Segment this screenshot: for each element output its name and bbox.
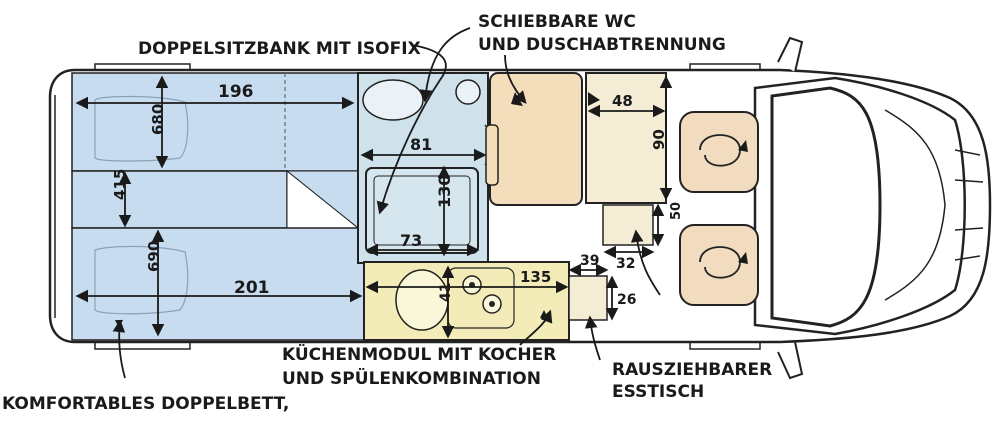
dim-bed-top-length: 196 bbox=[218, 82, 254, 102]
passenger-seat bbox=[679, 224, 759, 306]
dim-washbasin-width: 81 bbox=[410, 135, 432, 154]
dim-shower-tray-length: 130 bbox=[435, 175, 454, 208]
dim-bed-middle: 415 bbox=[111, 169, 129, 200]
dim-bench-width: 48 bbox=[612, 92, 633, 110]
bed-top bbox=[71, 72, 359, 172]
dim-kitchen-length: 135 bbox=[520, 268, 551, 286]
dim-table-depth: 26 bbox=[617, 292, 636, 308]
double-seat-bench bbox=[485, 72, 583, 206]
dim-bench-length: 90 bbox=[650, 129, 668, 150]
bathroom bbox=[357, 72, 494, 264]
dim-bed-bottom-width: 690 bbox=[145, 241, 163, 272]
dim-kitchen-depth: 41 bbox=[438, 283, 454, 302]
dining-table bbox=[568, 275, 608, 321]
dimension-labels: 196 680 415 690 201 81 73 130 135 41 39 … bbox=[111, 82, 684, 308]
callout-kitchen-line1: KÜCHENMODUL MIT KOCHER bbox=[282, 343, 556, 365]
dimension-lines bbox=[75, 75, 673, 339]
callout-labels: SCHIEBBARE WC UND DUSCHABTRENNUNG DOPPEL… bbox=[2, 12, 772, 414]
callout-kitchen-line2: UND SPÜLENKOMBINATION bbox=[282, 367, 541, 389]
callout-bed: KOMFORTABLES DOPPELBETT, bbox=[2, 394, 289, 414]
callout-shower-line2: UND DUSCHABTRENNUNG bbox=[478, 35, 726, 55]
callout-table-line1: RAUSZIEHBARER bbox=[612, 360, 772, 380]
dim-bed-bottom-length: 201 bbox=[234, 278, 270, 298]
direction-markers bbox=[115, 92, 748, 328]
callout-table-line2: ESSTISCH bbox=[612, 382, 704, 402]
callout-shower-line1: SCHIEBBARE WC bbox=[478, 12, 636, 32]
dim-step-width: 32 bbox=[616, 256, 635, 272]
dim-step-depth: 50 bbox=[669, 202, 684, 220]
dim-shower-tray-width: 73 bbox=[400, 231, 422, 250]
dim-bed-top-width: 680 bbox=[149, 104, 167, 135]
driver-seat bbox=[679, 111, 759, 193]
bed-bottom bbox=[71, 227, 365, 341]
dim-table-width: 39 bbox=[580, 253, 599, 269]
toilet-icon bbox=[455, 79, 481, 105]
callout-seat: DOPPELSITZBANK MIT ISOFIX bbox=[138, 39, 421, 59]
washbasin-icon bbox=[362, 79, 424, 121]
